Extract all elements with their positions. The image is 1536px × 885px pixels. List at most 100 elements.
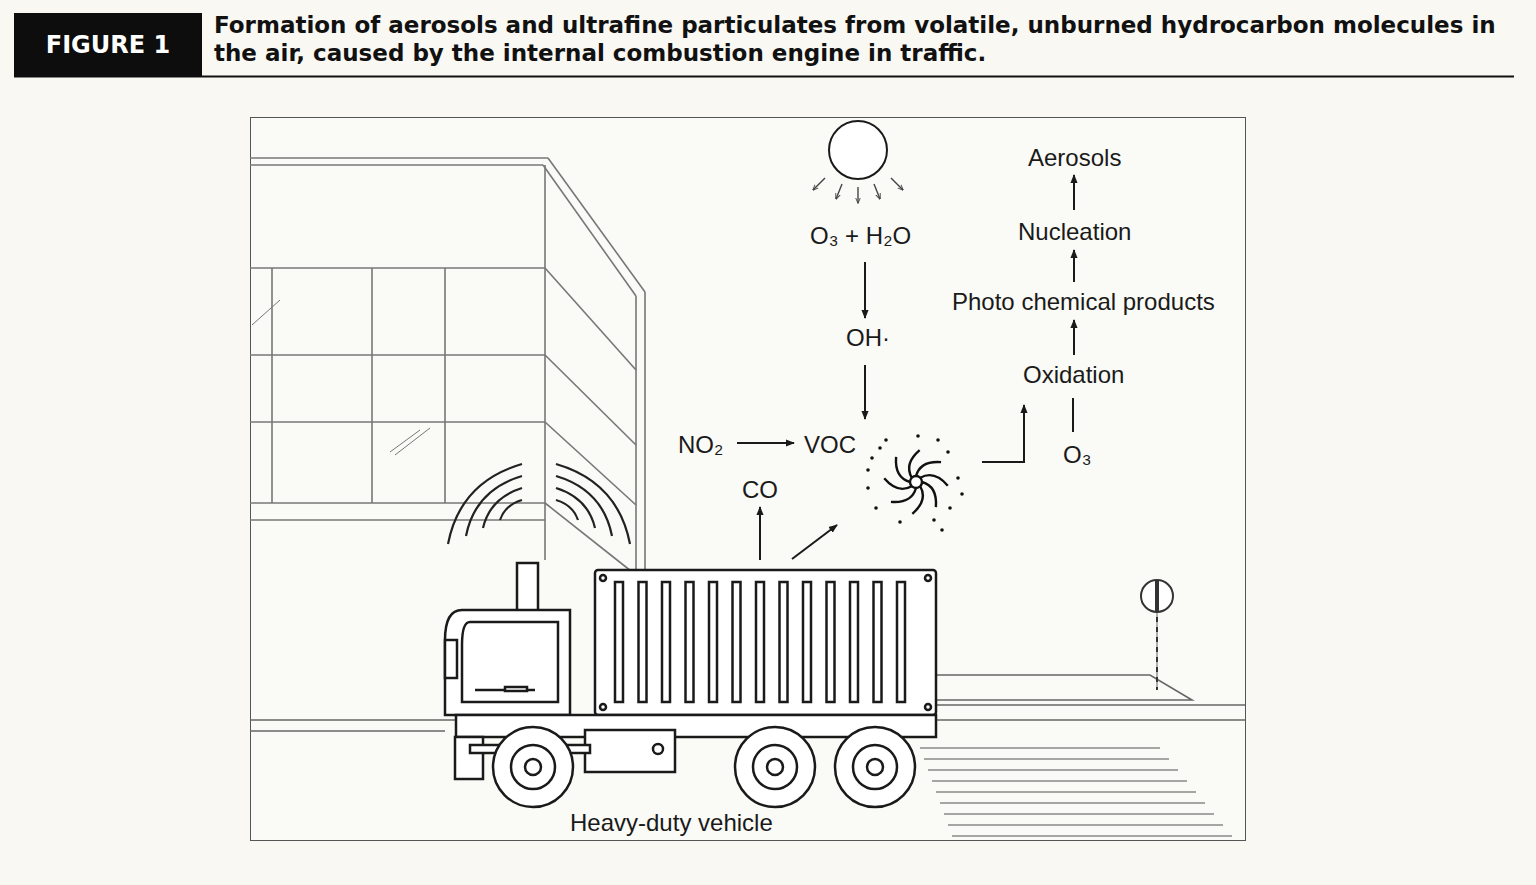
building-part: [544, 165, 546, 560]
reaction-arrows-part: [792, 525, 837, 559]
chemical-label: NO₂: [678, 431, 723, 459]
heavy-duty-truck-part: [505, 687, 527, 691]
heavy-duty-truck-part-part: [850, 582, 858, 702]
heavy-duty-truck-part-part: [662, 582, 670, 702]
heavy-duty-truck-part: [493, 727, 573, 807]
crosswalk-part: [932, 780, 1187, 781]
signal-waves-part: [448, 464, 522, 544]
building-part: [543, 165, 636, 296]
building-part: [390, 430, 420, 452]
vortex-part: [956, 476, 960, 480]
heavy-duty-truck-part-part: [709, 582, 717, 702]
building-part: [250, 157, 548, 159]
heavy-duty-truck-part: [835, 727, 915, 807]
heavy-duty-truck-part: [455, 737, 483, 779]
vortex-part: [891, 488, 916, 502]
reaction-arrows-part: [737, 442, 794, 444]
signal-waves: [448, 464, 630, 544]
process-label: Nucleation: [1018, 218, 1131, 246]
heavy-duty-truck: [445, 563, 936, 807]
reaction-arrows-part: [864, 365, 866, 419]
process-label: Oxidation: [1023, 361, 1124, 389]
title-rule: [14, 76, 1514, 78]
building-part: [545, 355, 636, 445]
heavy-duty-truck-part-part: [897, 582, 905, 702]
reaction-arrows-part: [1073, 175, 1075, 210]
heavy-duty-truck-part-part: [756, 582, 764, 702]
vortex-part: [866, 486, 870, 490]
road-sign: [1141, 580, 1173, 690]
heavy-duty-truck-part-part: [733, 582, 741, 702]
chemical-label: OH·: [846, 324, 890, 352]
sun-part-part: [891, 178, 903, 190]
reaction-arrows-part: [759, 507, 761, 560]
heavy-duty-truck-part: [925, 575, 931, 581]
building: [250, 158, 645, 590]
vortex-part: [936, 438, 940, 442]
product-label: Photo chemical products: [952, 288, 1215, 316]
sun: [813, 121, 903, 203]
building-part: [548, 158, 645, 292]
heavy-duty-truck-part: [615, 582, 905, 702]
vortex-part: [932, 518, 936, 522]
crosswalk-part: [920, 747, 1160, 748]
chemical-label: CO: [742, 476, 778, 504]
figure-frame: [251, 118, 1246, 841]
signal-waves-part: [556, 464, 630, 544]
building-part: [250, 502, 545, 504]
building-part: [271, 268, 273, 503]
sun-part-part: [874, 184, 880, 199]
vortex-part: [878, 446, 882, 450]
heavy-duty-truck-part-part: [803, 582, 811, 702]
crosswalk-part: [928, 769, 1178, 770]
heavy-duty-truck-part: [517, 563, 538, 611]
building-part: [250, 354, 545, 356]
road-sign-part: [1156, 612, 1158, 690]
heavy-duty-truck-part: [653, 744, 663, 754]
heavy-duty-truck-part-part: [827, 582, 835, 702]
vortex-part: [874, 506, 878, 510]
heavy-duty-truck-part: [753, 745, 797, 789]
reaction-arrows-part: [1072, 398, 1074, 432]
heavy-duty-truck-part: [511, 745, 555, 789]
crosswalk: [920, 748, 1232, 836]
vortex-part: [920, 475, 948, 486]
vortex-part: [960, 492, 964, 496]
heavy-duty-truck-part: [925, 704, 931, 710]
vehicle-label: Heavy-duty vehicle: [570, 809, 773, 837]
vortex: [866, 434, 964, 532]
vortex-part: [948, 506, 952, 510]
vortex-part: [940, 528, 944, 532]
crosswalk-part: [936, 791, 1196, 792]
vortex-part: [866, 468, 870, 472]
vortex-part: [916, 434, 920, 438]
heavy-duty-truck-part: [585, 730, 675, 772]
sun-part-part: [836, 184, 842, 199]
reaction-arrows-part: [1073, 320, 1075, 355]
heavy-duty-truck-part: [600, 575, 606, 581]
heavy-duty-truck-part: [462, 622, 558, 702]
crosswalk-part: [924, 758, 1169, 759]
vortex-part: [946, 450, 950, 454]
signal-waves-part: [556, 476, 612, 536]
reaction-arrows-part: [982, 405, 1024, 462]
building-part: [252, 300, 280, 325]
vortex-part: [898, 520, 902, 524]
chemical-label: VOC: [804, 431, 856, 459]
figure-title: Formation of aerosols and ultrafine part…: [214, 11, 1509, 67]
heavy-duty-truck-part: [600, 704, 606, 710]
crosswalk-part: [940, 802, 1205, 803]
vortex-part: [910, 476, 922, 488]
vortex-part: [870, 456, 874, 460]
building-part: [250, 421, 545, 423]
building-part: [545, 422, 636, 505]
reaction-arrows-part: [1073, 250, 1075, 282]
road-sign-part: [1155, 580, 1159, 612]
heavy-duty-truck-part-part: [615, 582, 623, 702]
heavy-duty-truck-part: [767, 759, 783, 775]
product-label: Aerosols: [1028, 144, 1121, 172]
building-part: [250, 267, 545, 269]
figure-badge: FIGURE 1: [14, 13, 202, 77]
crosswalk-part: [952, 835, 1232, 836]
